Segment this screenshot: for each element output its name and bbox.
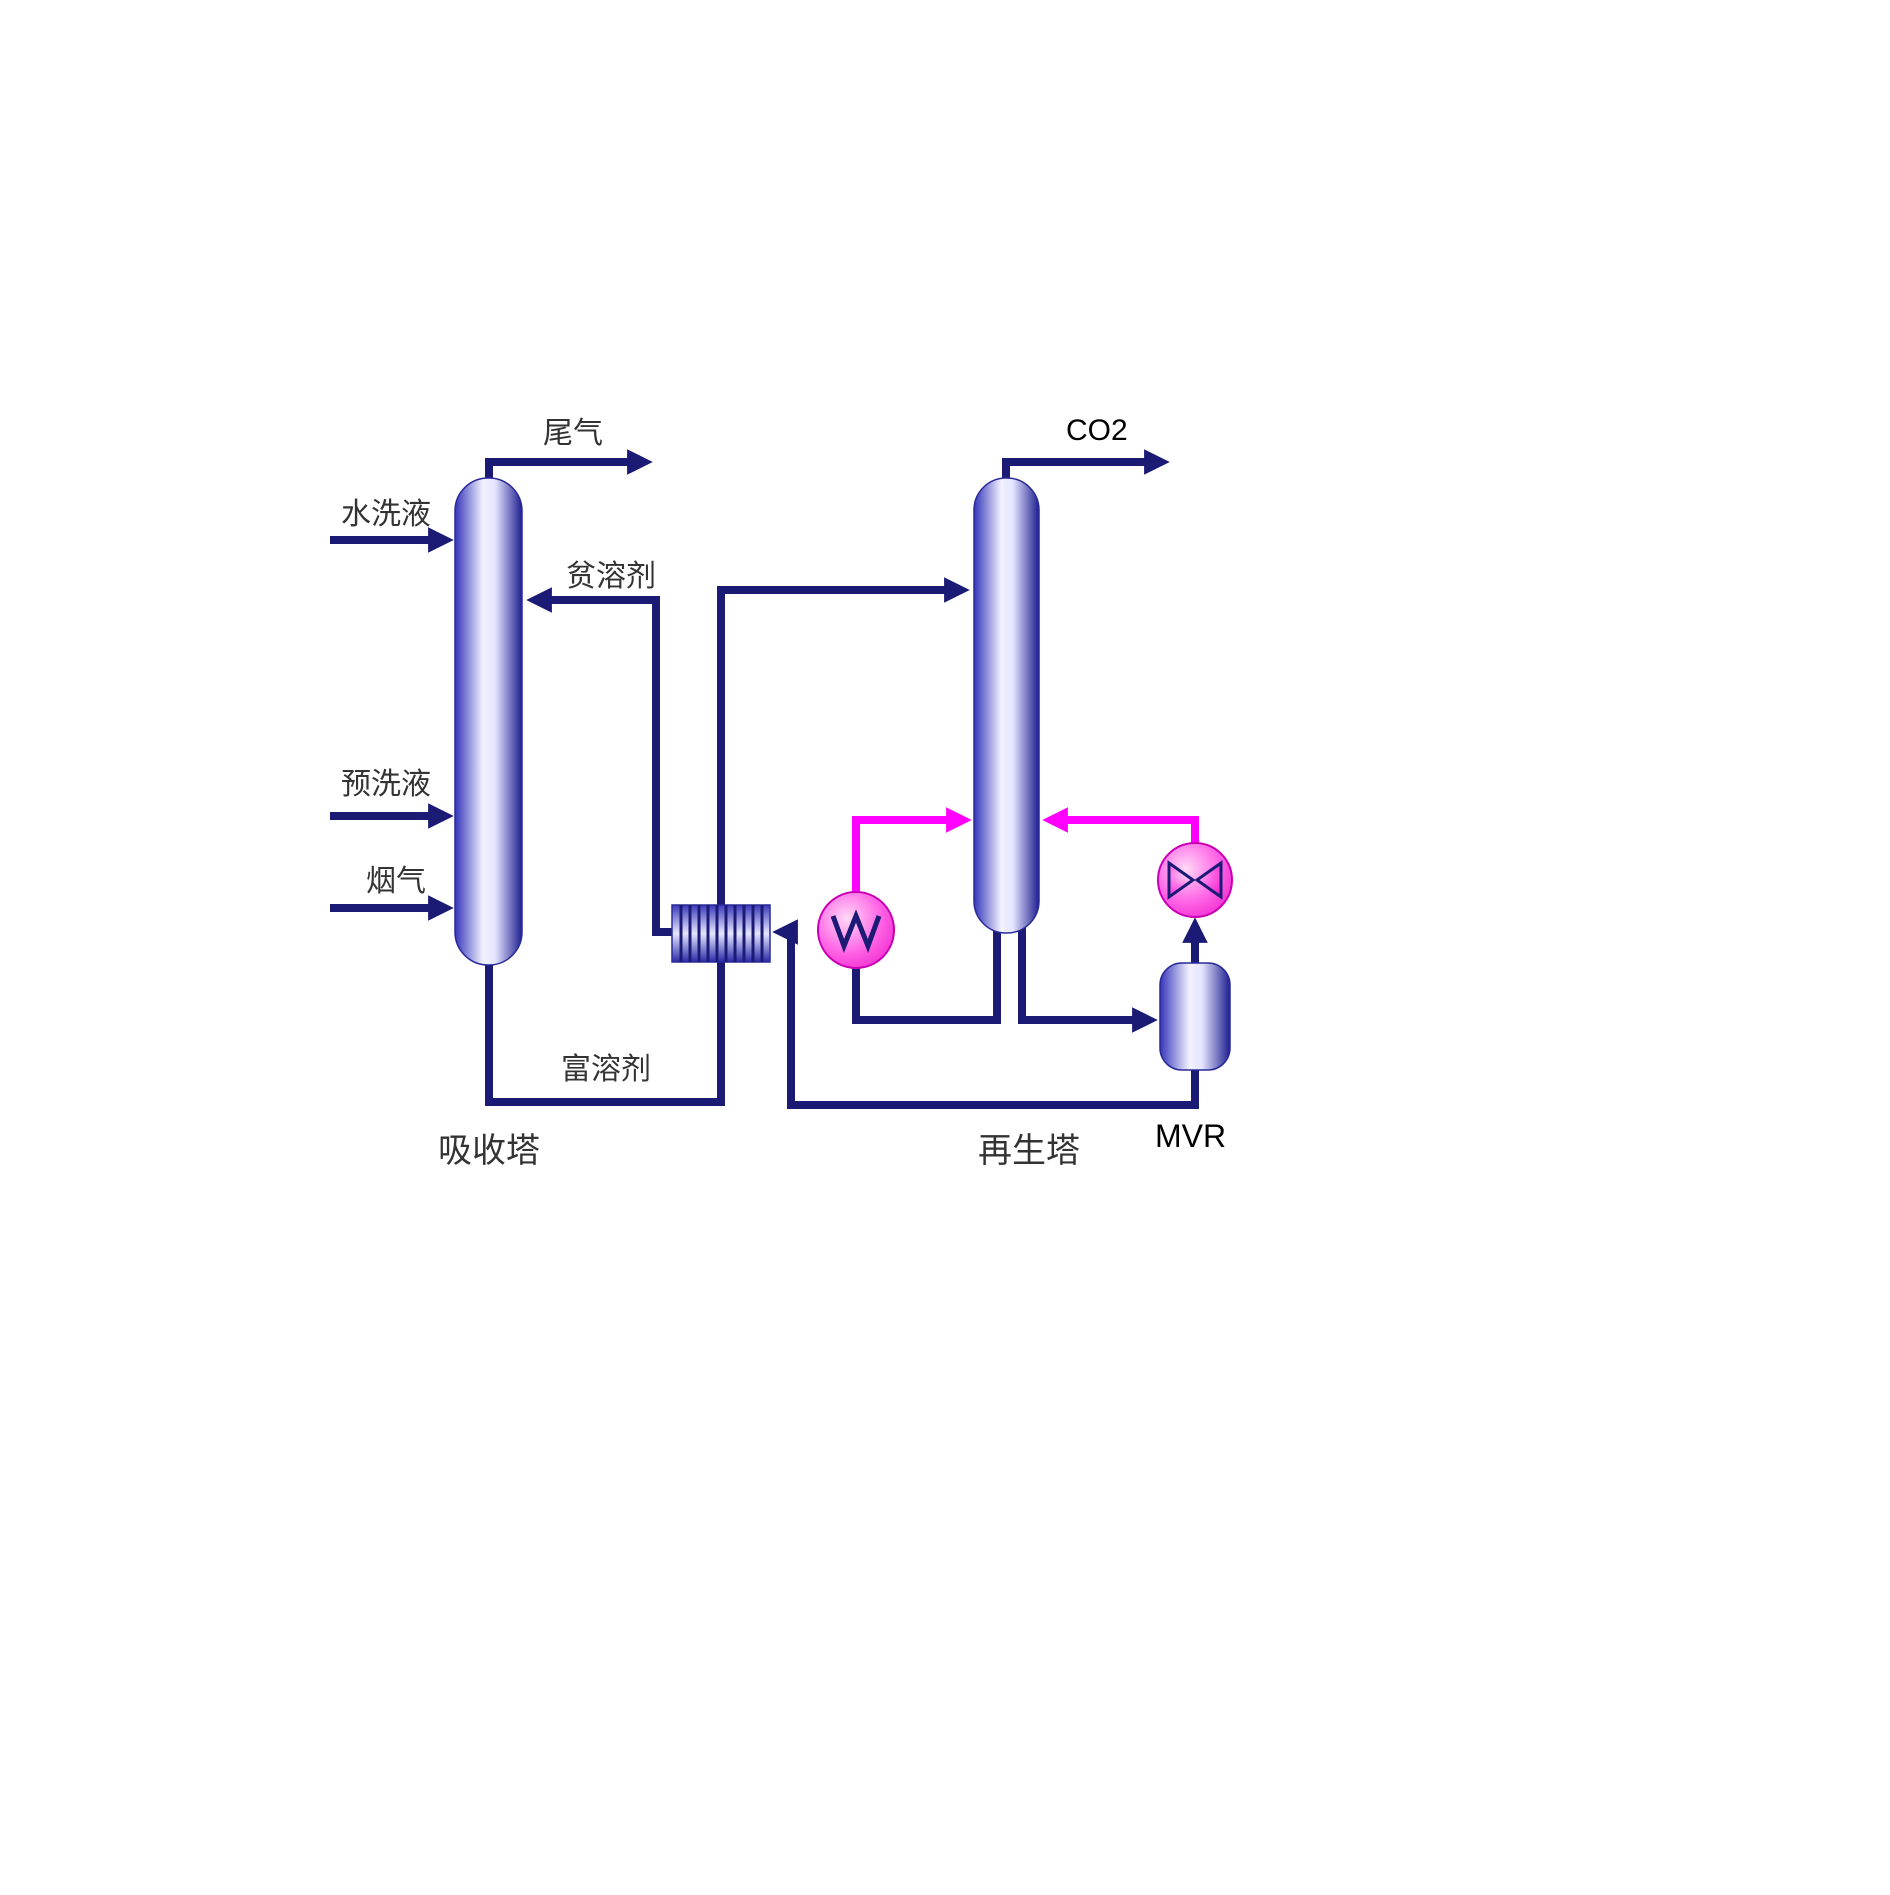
label-lean-solvent: 贫溶剂 <box>566 560 656 593</box>
heat-exchanger-shell <box>671 904 771 963</box>
mvr-tank <box>1159 962 1231 1071</box>
label-mvr: MVR <box>1155 1118 1226 1154</box>
label-flue-gas: 烟气 <box>366 865 426 898</box>
label-tail-gas: 尾气 <box>543 417 603 450</box>
label-wash-liquid: 水洗液 <box>341 498 431 531</box>
pipe-tank-bottom-to-heat-exchanger <box>772 919 1199 1109</box>
pipe-lean-solvent-to-absorber <box>526 587 674 936</box>
pipe-regenerator-bottoms-to-reboiler <box>852 925 1001 1024</box>
regenerator-column <box>973 477 1040 934</box>
label-rich-solvent: 富溶剂 <box>561 1053 651 1086</box>
label-regenerator: 再生塔 <box>978 1132 1080 1170</box>
label-prewash-liquid: 预洗液 <box>341 768 431 801</box>
compressor-fan-icon <box>1167 860 1223 900</box>
heat-exchanger <box>671 904 771 963</box>
pipe-reboiler-vapor-to-regenerator <box>852 807 972 895</box>
pipe-rich-solvent-to-regenerator <box>485 577 970 1106</box>
heat-exchanger-plates <box>679 905 764 962</box>
reboiler-body <box>817 891 895 969</box>
compressor <box>1157 842 1233 918</box>
pipe-compressor-vapor-to-regenerator <box>1042 807 1199 846</box>
pipe-regenerator-bottoms-to-mvr-tank <box>1018 925 1158 1033</box>
heater-coil-icon <box>830 909 882 953</box>
absorber-column <box>454 477 523 966</box>
label-absorber: 吸收塔 <box>438 1132 540 1170</box>
label-co2: CO2 <box>1066 414 1128 447</box>
reboiler-heater <box>817 891 895 969</box>
